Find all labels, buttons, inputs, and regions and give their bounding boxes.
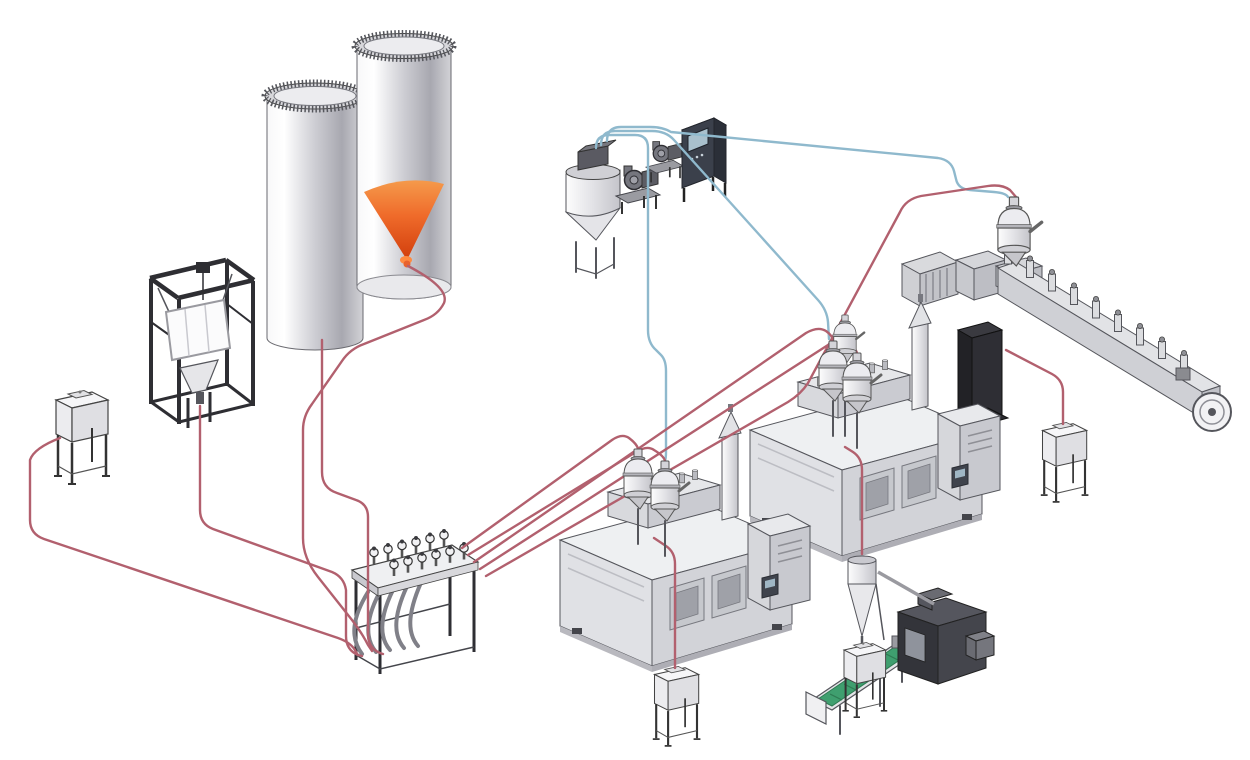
material-pipe-regrind [843,445,864,556]
coupling-hose [352,590,370,656]
storage-silo-left [261,79,369,351]
hopper-loader-3 [995,195,1044,268]
material-pipe-day-bin [28,436,360,657]
hopper-dryer [564,139,622,279]
manifold-line-1 [460,434,640,550]
material-pipe-silo-right [301,264,446,653]
material-flame-cone [364,180,444,260]
extruder-line [900,241,1232,432]
big-bag [164,298,232,362]
manifold-line-5 [484,184,1018,578]
cyclone-separator [847,555,935,650]
big-bag-hopper [179,359,219,394]
vacuum-lines [594,125,1010,463]
material-pipe-big-bag [198,404,364,658]
coupling-station [350,528,480,674]
hoist-trolley [196,262,210,273]
vacuum-pipe-dryer-to-machine3 [605,125,1010,199]
material-pipe-silo-left [320,338,385,656]
big-bag-unloading-station [148,257,256,428]
granulator [896,587,996,685]
day-bin [52,389,112,486]
material-pipe-machine2-bin [1004,348,1065,426]
storage-silo-right [351,30,457,300]
machine2-floor-bin [1039,421,1090,503]
vacuum-pipe-dryer-to-machine2 [599,129,831,341]
vacuum-pump-1 [615,165,661,215]
machine1-floor-bin [651,665,702,747]
material-pipe-machine1-bin [652,536,677,670]
vacuum-pump-2 [645,140,685,184]
granulator-panel [904,627,926,663]
